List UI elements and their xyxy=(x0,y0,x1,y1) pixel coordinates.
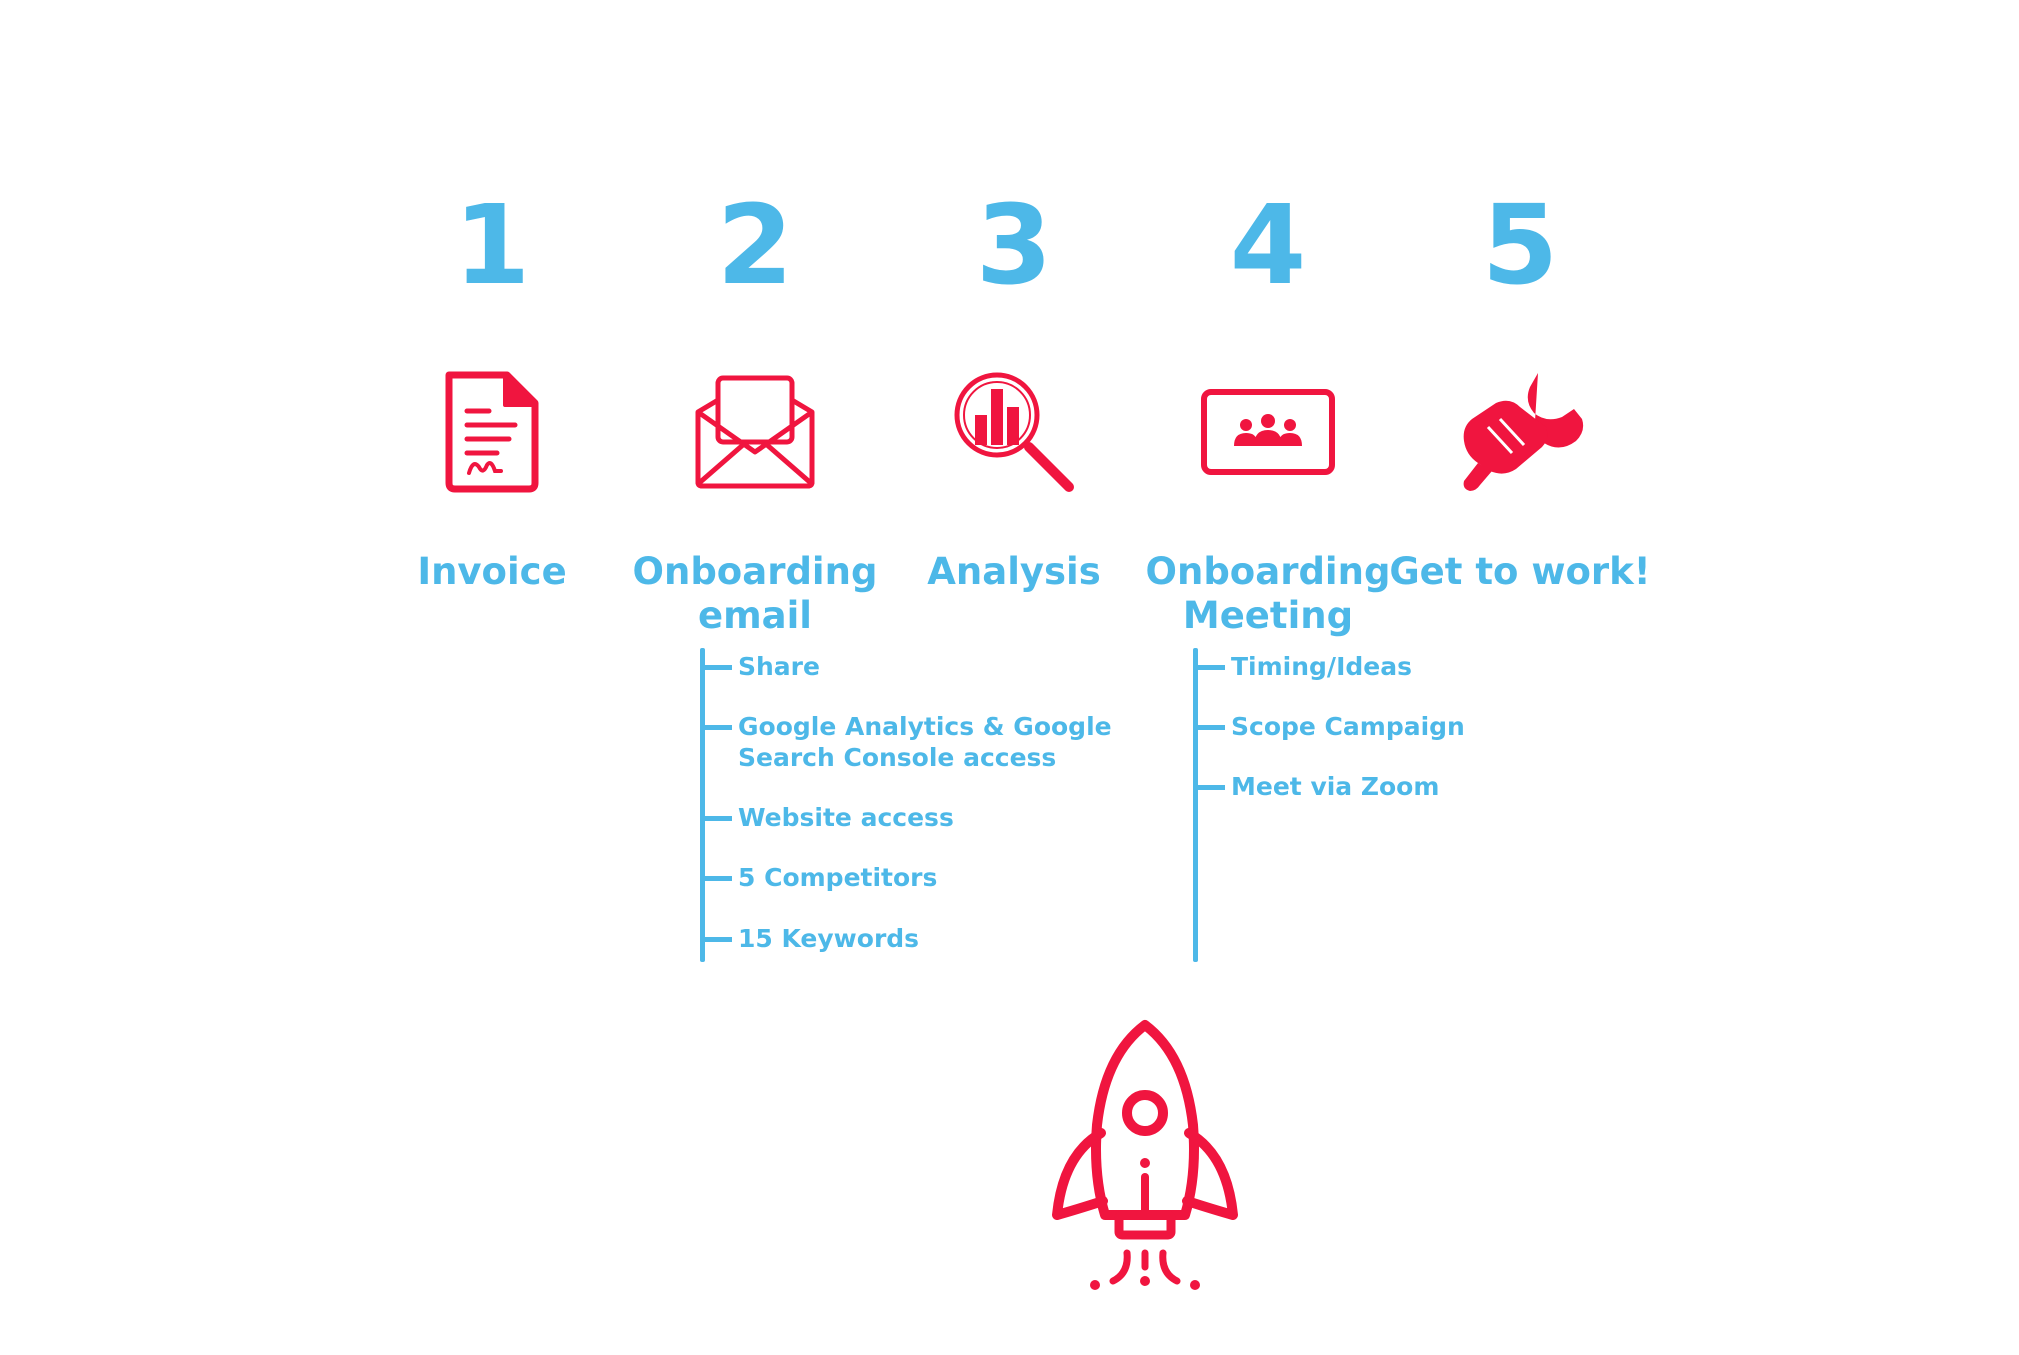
checklist-item-text: 15 Keywords xyxy=(738,924,920,953)
step-number: 3 xyxy=(975,181,1053,309)
analysis-icon xyxy=(864,362,1164,502)
step-number: 5 xyxy=(1481,181,1559,309)
step-label: Onboarding email xyxy=(632,550,878,637)
step-get-to-work: 5 Get to work! xyxy=(1370,190,1670,594)
step-label: Invoice xyxy=(417,550,567,593)
step-label: Get to work! xyxy=(1389,550,1651,593)
timeline-tick xyxy=(700,816,732,821)
step-invoice: 1 Invoice xyxy=(342,190,642,594)
step-number: 1 xyxy=(453,181,531,309)
email-icon xyxy=(605,362,905,502)
step-number: 2 xyxy=(716,181,794,309)
checklist-item-text: Share xyxy=(738,652,820,681)
invoice-icon xyxy=(342,362,642,502)
timeline-tick xyxy=(700,725,732,730)
rocket-icon xyxy=(1045,1015,1245,1319)
checklist-item-text: Google Analytics & Google Search Console… xyxy=(738,712,1112,772)
timeline-line xyxy=(700,648,705,962)
wrench-icon xyxy=(1370,362,1670,502)
meeting-icon xyxy=(1118,362,1418,502)
checklist-item-text: Meet via Zoom xyxy=(1231,772,1440,801)
checklist-item-text: Website access xyxy=(738,803,954,832)
timeline-tick xyxy=(1193,725,1225,730)
timeline-tick xyxy=(1193,665,1225,670)
checklist-item-text: 5 Competitors xyxy=(738,863,938,892)
timeline-line xyxy=(1193,648,1198,962)
timeline-tick xyxy=(700,665,732,670)
checklist-item-text: Timing/Ideas xyxy=(1231,652,1412,681)
step-onboarding-meeting: 4 Onboarding Meeting xyxy=(1118,190,1418,638)
timeline-tick xyxy=(700,876,732,881)
step-number: 4 xyxy=(1229,181,1307,309)
timeline-tick xyxy=(700,937,732,942)
timeline-tick xyxy=(1193,785,1225,790)
step-onboarding-email: 2 Onboarding email xyxy=(605,190,905,638)
step-analysis: 3 Analysis xyxy=(864,190,1164,594)
checklist-item-text: Scope Campaign xyxy=(1231,712,1465,741)
step-label: Analysis xyxy=(927,550,1101,593)
step-label: Onboarding Meeting xyxy=(1145,550,1391,637)
